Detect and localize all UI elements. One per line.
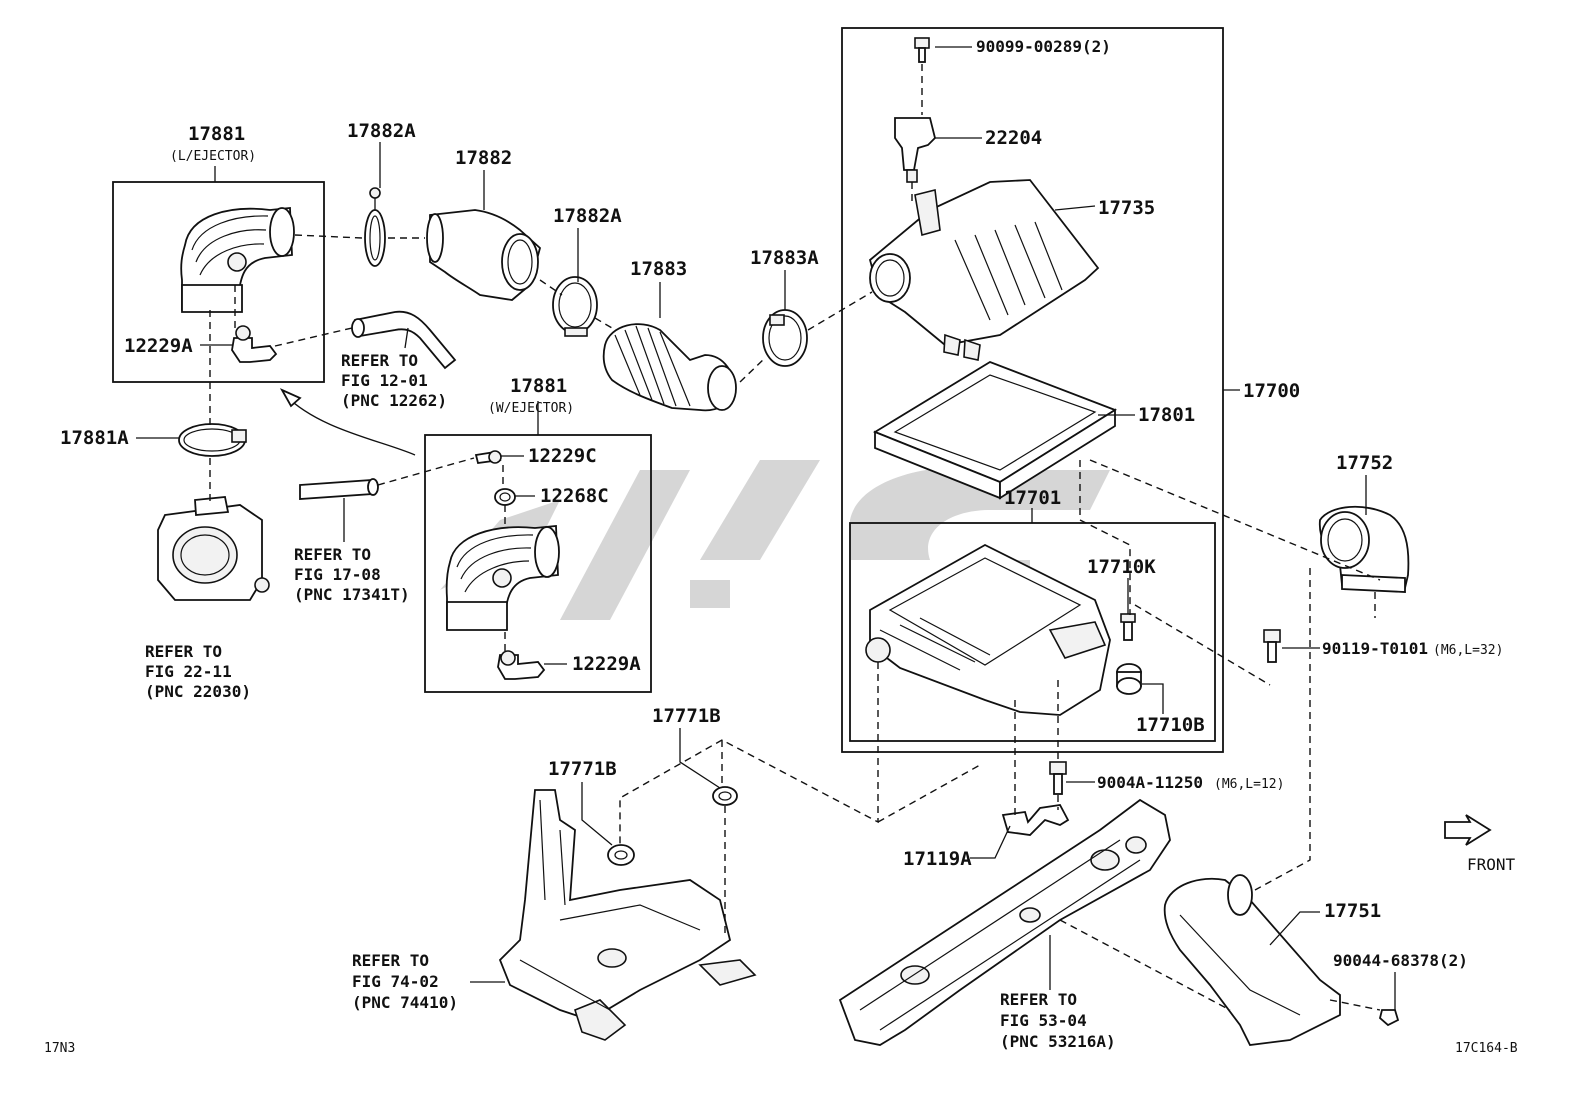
grommet-12268c: [494, 488, 516, 506]
refer-line: REFER TO: [352, 951, 429, 970]
label-17752: 17752: [1336, 452, 1393, 474]
label-17882a-b: 17882A: [553, 205, 622, 227]
vacuum-fitting-12229a-bottom: [497, 650, 546, 680]
label-17881a: 17881A: [60, 427, 129, 449]
label-12229a-b: 12229A: [572, 653, 641, 675]
refer-line: FIG 12-01: [341, 371, 428, 390]
air-duct-17752: [1318, 505, 1410, 593]
label-17881-mid: 17881: [510, 375, 567, 397]
label-12268c: 12268C: [540, 485, 609, 507]
label-17119a: 17119A: [903, 848, 972, 870]
refer-note-12262: REFER TO FIG 12-01 (PNC 12262): [341, 351, 447, 410]
refer-note-53216a: REFER TO FIG 53-04 (PNC 53216A): [1000, 990, 1116, 1051]
box-l-ejector: [112, 181, 325, 383]
corner-code-left: 17N3: [44, 1041, 75, 1056]
label-90119: 90119-T0101: [1322, 639, 1428, 658]
refer-line: REFER TO: [294, 545, 371, 564]
filter-element-17801: [872, 361, 1118, 500]
label-17883: 17883: [630, 258, 687, 280]
clamp-17883a: [762, 309, 808, 367]
grommet-17710b: [1116, 663, 1142, 695]
hose-17882: [426, 209, 542, 301]
air-duct-17751: [1163, 874, 1341, 1046]
label-17881-mid-note: (W/EJECTOR): [488, 401, 574, 416]
refer-line: (PNC 12262): [341, 391, 447, 410]
refer-line: FIG 22-11: [145, 662, 232, 681]
grommet-17771b-left: [607, 844, 635, 866]
refer-note-17341t: REFER TO FIG 17-08 (PNC 17341T): [294, 545, 410, 604]
label-90119-note: (M6,L=32): [1433, 643, 1503, 658]
label-17735: 17735: [1098, 197, 1155, 219]
label-90044: 90044-68378(2): [1333, 951, 1468, 970]
front-arrow-icon: [1444, 814, 1492, 846]
radiator-support: [838, 798, 1171, 1046]
label-90099: 90099-00289(2): [976, 37, 1111, 56]
bolt-9004a-11250: [1049, 761, 1067, 795]
label-17710k: 17710K: [1087, 556, 1156, 578]
label-9004a-note: (M6,L=12): [1214, 777, 1284, 792]
corner-code-right: 17C164-B: [1455, 1041, 1518, 1056]
clamp-17881a: [178, 423, 247, 457]
curved-arrow: [284, 394, 416, 456]
clamp-17882a-left: [364, 187, 386, 267]
label-17801: 17801: [1138, 404, 1195, 426]
grommet-17771b-right: [712, 786, 738, 806]
bolt-90099-00289: [914, 37, 930, 63]
label-17881-top: 17881: [188, 123, 245, 145]
refer-line: FIG 17-08: [294, 565, 381, 584]
part-label-group: 17881 (L/EJECTOR) 17882A 17882 17882A 17…: [60, 37, 1516, 970]
label-17710b: 17710B: [1136, 714, 1205, 736]
battery-tray-bracket: [498, 789, 757, 1041]
clip-90044-68378: [1378, 1009, 1400, 1027]
label-17771b-top: 17771B: [652, 705, 721, 727]
refer-line: FIG 53-04: [1000, 1011, 1087, 1030]
clip-17710k: [1120, 613, 1136, 641]
refer-line: REFER TO: [1000, 990, 1077, 1009]
bracket-17119a: [1001, 804, 1070, 836]
clamp-17882a-right: [552, 276, 598, 337]
cleaner-cap-17735: [868, 179, 1100, 361]
label-17883a: 17883A: [750, 247, 819, 269]
intake-duct-17881-l-ejector: [180, 207, 295, 313]
refer-line: (PNC 74410): [352, 993, 458, 1012]
hose-refer-17341t: [299, 478, 379, 500]
label-17771b-left: 17771B: [548, 758, 617, 780]
refer-line: (PNC 22030): [145, 682, 251, 701]
vacuum-fitting-12229c: [474, 450, 502, 465]
intake-duct-17881-w-ejector: [445, 525, 560, 631]
label-17882: 17882: [455, 147, 512, 169]
air-flow-meter-22204: [894, 117, 936, 183]
refer-line: (PNC 17341T): [294, 585, 410, 604]
cleaner-case-17701: [865, 543, 1111, 716]
refer-line: REFER TO: [341, 351, 418, 370]
refer-note-22030: REFER TO FIG 22-11 (PNC 22030): [145, 642, 251, 701]
label-17700: 17700: [1243, 380, 1300, 402]
label-front: FRONT: [1467, 855, 1516, 874]
bellows-hose-17883: [602, 323, 737, 412]
label-17751: 17751: [1324, 900, 1381, 922]
label-12229a-a: 12229A: [124, 335, 193, 357]
refer-line: REFER TO: [145, 642, 222, 661]
label-17882a-a: 17882A: [347, 120, 416, 142]
refer-note-74410: REFER TO FIG 74-02 (PNC 74410): [352, 951, 458, 1012]
label-17701: 17701: [1004, 487, 1061, 509]
label-9004a: 9004A-11250: [1097, 773, 1203, 792]
label-22204: 22204: [985, 127, 1042, 149]
refer-line: FIG 74-02: [352, 972, 439, 991]
label-17881-top-note: (L/EJECTOR): [170, 149, 256, 164]
leader-lines: [136, 46, 1396, 1010]
bolt-90119-t0101: [1263, 629, 1281, 663]
hose-refer-12262: [351, 310, 457, 370]
arrow-head: [279, 388, 302, 408]
label-12229c: 12229C: [528, 445, 597, 467]
vacuum-fitting-12229a-top: [231, 325, 278, 363]
refer-line: (PNC 53216A): [1000, 1032, 1116, 1051]
throttle-body: [157, 496, 270, 601]
connection-lines: [209, 64, 1381, 1011]
